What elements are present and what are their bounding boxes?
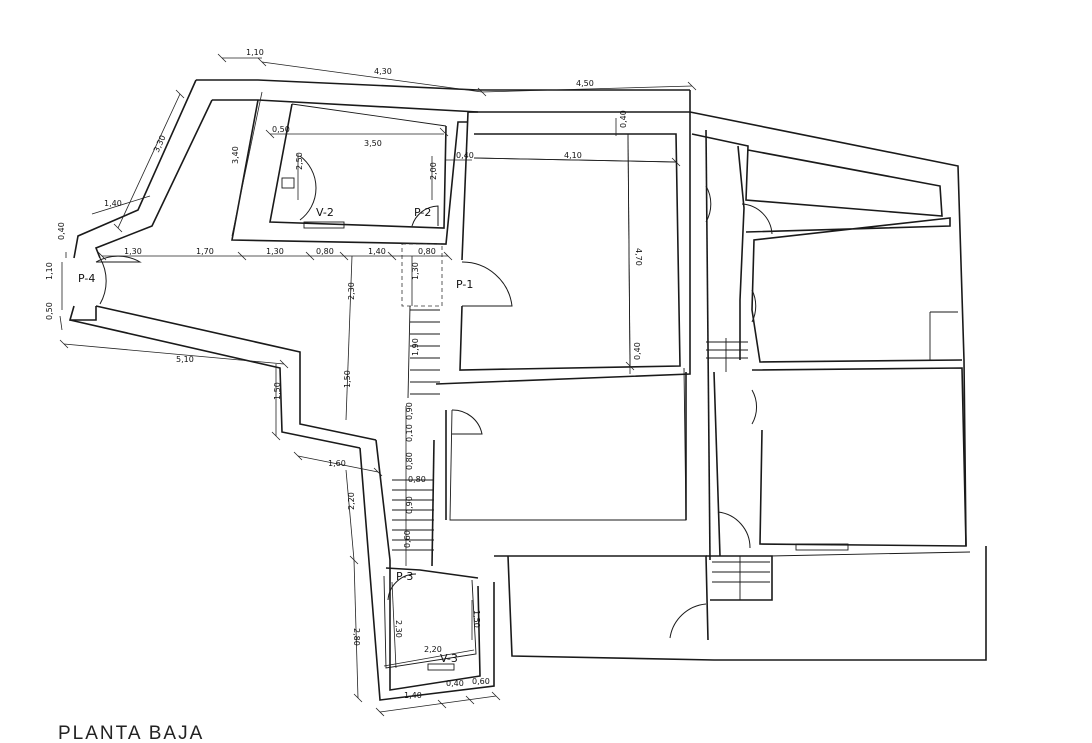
dimension-labels: 1,10 4,30 4,50 3,30 1,40 0,40 1,10 0,50 …	[45, 48, 643, 700]
dim-s-090b: 0,90	[405, 496, 414, 514]
dim-c-230: 2,30	[394, 620, 403, 638]
dim-v-150: 1,50	[343, 370, 352, 388]
room-bottom-right	[494, 546, 987, 661]
dim-h-140: 1,40	[368, 247, 386, 256]
dim-left-110: 1,10	[45, 262, 54, 280]
dim-left-140: 1,40	[104, 199, 122, 208]
dim-c-140: 1,40	[404, 691, 422, 700]
dim-top-110: 1,10	[246, 48, 264, 57]
dim-c-220: 2,20	[347, 492, 356, 510]
room-v3	[383, 573, 477, 671]
dim-c-040: 0,40	[446, 679, 464, 688]
dim-s-080b: 0,80	[408, 475, 426, 484]
dim-h-080: 0,80	[316, 247, 334, 256]
stairs-corridor	[392, 243, 443, 551]
dim-h-130b: 1,30	[266, 247, 284, 256]
dim-h-130: 1,30	[124, 247, 142, 256]
dim-room-040c: 0,40	[633, 342, 642, 360]
door-p1	[461, 261, 513, 307]
dim-s-080: 0,80	[405, 452, 414, 470]
dimension-ticks	[59, 53, 697, 717]
dim-room-250: 2,50	[295, 152, 304, 170]
dim-b-510: 5,10	[176, 355, 194, 364]
dim-room-350: 3,50	[364, 139, 382, 148]
dim-c-160: 1,60	[328, 459, 346, 468]
label-p3: P-3	[396, 570, 413, 583]
dim-top-450: 4,50	[576, 79, 594, 88]
dim-room-470: 4,70	[634, 248, 643, 266]
outer-walls	[68, 79, 690, 701]
dimension-lines	[59, 57, 693, 713]
dim-left-050: 0,50	[45, 302, 54, 320]
dim-s-060: 0,60	[403, 530, 412, 548]
door-p2	[411, 205, 439, 227]
label-p1: P-1	[456, 278, 473, 291]
dim-c-150: 1,50	[472, 610, 481, 628]
dim-room-410: 4,10	[564, 151, 582, 160]
dim-h-170: 1,70	[196, 247, 214, 256]
dim-v-130: 1,30	[411, 262, 420, 280]
dim-room-040b: 0,40	[619, 110, 628, 128]
dim-s-090: 0,90	[405, 402, 414, 420]
dim-room-040a: 0,40	[456, 151, 474, 160]
dim-c-220b: 2,20	[424, 645, 442, 654]
dim-v-230: 2,30	[347, 282, 356, 300]
dim-v-190: 1,90	[411, 338, 420, 356]
dim-c-060: 0,60	[472, 677, 490, 686]
label-v3: V-3	[440, 652, 458, 665]
room-labels: P-4 P-1 P-2 V-2 P-3 V-3	[78, 206, 473, 665]
dim-c-280: 2,80	[352, 628, 361, 646]
dim-b-150: 1,50	[273, 382, 282, 400]
dim-s-010: 0,10	[405, 424, 414, 442]
room-central	[435, 90, 691, 385]
dim-left-040: 0,40	[57, 222, 66, 240]
label-v2: V-2	[316, 206, 334, 219]
label-p2: P-2	[414, 206, 431, 219]
dim-room-200: 2,00	[429, 162, 438, 180]
dim-room-050: 0,50	[272, 125, 290, 134]
label-p4: P-4	[78, 272, 95, 285]
building-right	[689, 111, 967, 600]
dim-room-340: 3,40	[231, 146, 240, 164]
dim-h-080b: 0,80	[418, 247, 436, 256]
room-lower-middle	[449, 367, 687, 521]
dim-top-430: 4,30	[374, 67, 392, 76]
plan-title: PLANTA BAJA	[58, 723, 204, 743]
